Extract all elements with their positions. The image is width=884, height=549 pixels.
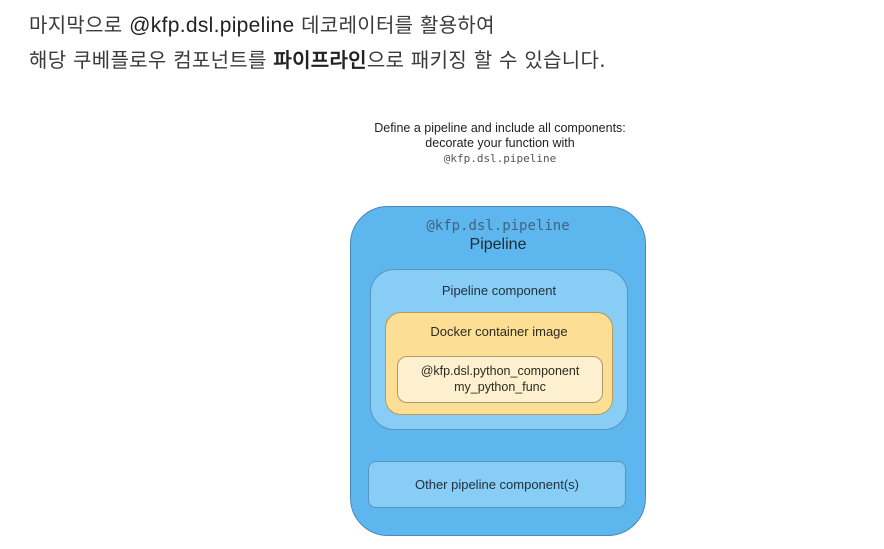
- intro-line-1-post: 데코레이터를 활용하여: [294, 13, 495, 37]
- python-function-box: @kfp.dsl.python_component my_python_func: [397, 356, 603, 403]
- other-components-label: Other pipeline component(s): [414, 477, 580, 492]
- intro-text: 마지막으로 @kfp.dsl.pipeline 데코레이터를 활용하여 해당 쿠…: [29, 8, 606, 77]
- other-components-box: Other pipeline component(s): [368, 461, 626, 508]
- docker-container-title: Docker container image: [430, 324, 568, 339]
- caption-code: @kfp.dsl.pipeline: [443, 152, 557, 165]
- pipeline-decorator-label: @kfp.dsl.pipeline: [426, 218, 570, 234]
- pipeline-component-box: Pipeline component Docker container imag…: [370, 269, 628, 430]
- pipeline-box: @kfp.dsl.pipeline Pipeline Pipeline comp…: [350, 206, 646, 536]
- python-component-decorator: @kfp.dsl.python_component: [420, 364, 580, 378]
- intro-line-2-pre: 해당 쿠베플로우 컴포넌트를: [29, 48, 274, 72]
- pipeline-title: Pipeline: [469, 236, 527, 253]
- python-function-name: my_python_func: [454, 380, 546, 394]
- intro-line-1-code: @kfp.dsl.pipeline: [129, 14, 295, 37]
- intro-line-2-bold: 파이프라인: [273, 48, 367, 72]
- intro-line-1-pre: 마지막으로: [29, 13, 130, 37]
- intro-line-1: 마지막으로 @kfp.dsl.pipeline 데코레이터를 활용하여: [29, 8, 606, 43]
- intro-line-2: 해당 쿠베플로우 컴포넌트를 파이프라인으로 패키징 할 수 있습니다.: [29, 43, 606, 77]
- caption-line-1: Define a pipeline and include all compon…: [374, 121, 626, 135]
- caption-line-2: decorate your function with: [425, 136, 575, 150]
- diagram-caption: Define a pipeline and include all compon…: [300, 121, 700, 166]
- pipeline-component-title: Pipeline component: [441, 283, 557, 298]
- intro-line-2-post: 으로 패키징 할 수 있습니다.: [366, 48, 606, 72]
- docker-container-box: Docker container image @kfp.dsl.python_c…: [385, 312, 613, 415]
